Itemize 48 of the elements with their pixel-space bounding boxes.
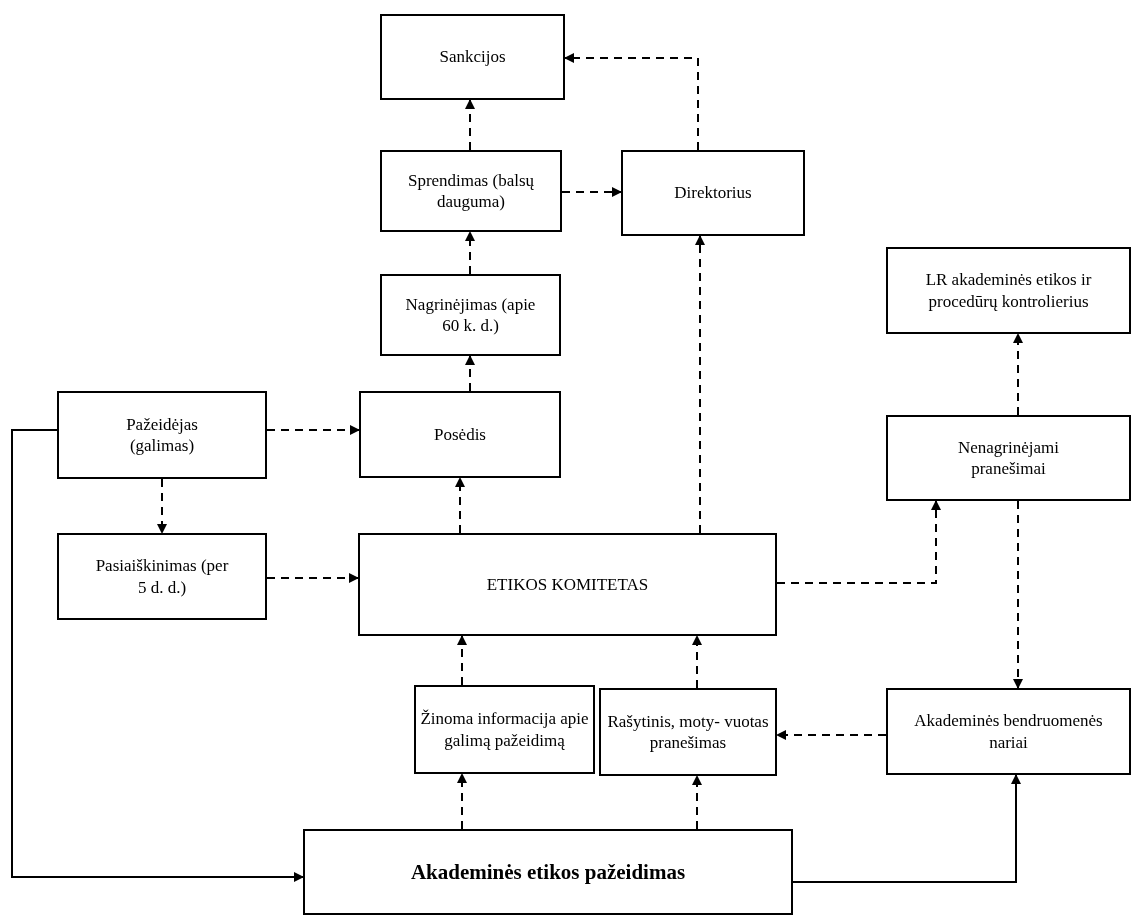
- box-label: Nenagrinėjami pranešimai: [957, 436, 1060, 480]
- arrow: [11, 429, 304, 882]
- process-box: [57, 391, 267, 479]
- arrow: [1013, 333, 1023, 416]
- arrow: [266, 425, 360, 435]
- process-box: [380, 14, 565, 100]
- arrow: [695, 235, 705, 534]
- arrow: [776, 500, 941, 584]
- box-label: Žinoma informacija apie galimą pažeidimą: [420, 708, 589, 751]
- process-box: [57, 533, 267, 620]
- process-box: [303, 829, 793, 915]
- arrow: [266, 573, 359, 583]
- arrow: [692, 775, 702, 830]
- process-box: [380, 274, 561, 356]
- arrow: [692, 635, 702, 689]
- arrow: [564, 53, 699, 151]
- box-label: Posėdis: [434, 423, 486, 446]
- arrow: [465, 355, 475, 392]
- box-label: Nagrinėjimas (apie 60 k. d.): [404, 293, 537, 337]
- process-box: [599, 688, 777, 776]
- arrow: [157, 478, 167, 534]
- arrow: [455, 477, 465, 534]
- box-label: Akademinės bendruomenės nariai: [913, 710, 1104, 753]
- arrow: [792, 774, 1021, 883]
- box-label: Akademinės etikos pažeidimas: [410, 858, 686, 886]
- arrow: [465, 99, 475, 151]
- process-box: [621, 150, 805, 236]
- box-label: LR akademinės etikos ir procedūrų kontrolierius: [924, 269, 1093, 312]
- arrow: [457, 635, 467, 686]
- process-box: [358, 533, 777, 636]
- arrow: [1013, 500, 1023, 689]
- arrow: [465, 231, 475, 275]
- box-label: Pasiaiškinimas (per 5 d. d.): [94, 555, 230, 598]
- box-label: Direktorius: [674, 182, 752, 204]
- box-label: Sankcijos: [439, 46, 506, 68]
- process-box: [414, 685, 595, 774]
- box-label: Pažeidėjas (galimas): [125, 413, 199, 457]
- process-box: [886, 415, 1131, 501]
- box-label: ETIKOS KOMITETAS: [486, 573, 649, 596]
- process-box: [380, 150, 562, 232]
- arrow: [457, 773, 467, 830]
- arrow: [561, 187, 622, 197]
- process-box: [886, 247, 1131, 334]
- box-label: Rašytinis, moty- vuotas pranešimas: [606, 710, 770, 754]
- arrow: [776, 730, 887, 740]
- process-box: [359, 391, 561, 478]
- process-box: [886, 688, 1131, 775]
- box-label: Sprendimas (balsų dauguma): [406, 169, 536, 213]
